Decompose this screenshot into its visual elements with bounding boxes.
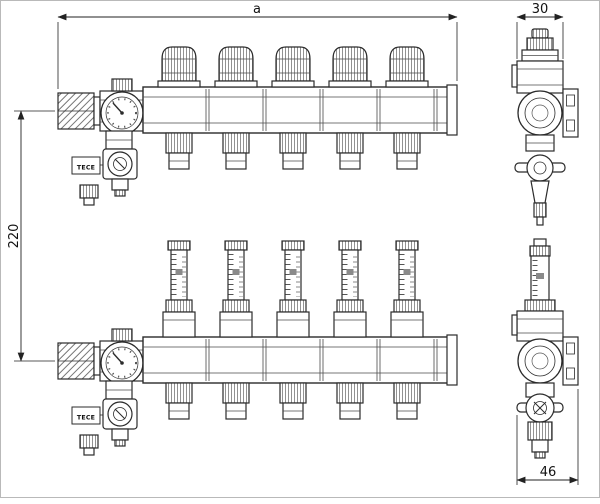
flowmeter-knob: [533, 238, 547, 247]
outlet-nut: [527, 421, 553, 441]
brand-label: TECE: [77, 415, 95, 422]
valve-cap: [157, 46, 201, 88]
flow-meter: [163, 241, 195, 337]
outlet-port: [165, 132, 193, 170]
side-view-top: [511, 28, 579, 226]
valve-cap: [328, 46, 372, 88]
outlet-port: [336, 132, 364, 170]
brand-label: TECE: [77, 165, 95, 172]
flowmeter-collar: [524, 299, 556, 312]
outlet-pipe: [531, 439, 549, 453]
bracket-slot: [566, 94, 575, 107]
side-tab: [511, 314, 518, 336]
flow-meter: [334, 241, 366, 337]
front-view-top-manifold: TECE: [57, 46, 458, 206]
flow-meter: [391, 241, 423, 337]
dimension-30-label: 30: [532, 2, 549, 17]
flow-meter: [277, 241, 309, 337]
float-indicator: [536, 273, 544, 279]
connector-tip: [536, 216, 544, 226]
manifold-body: [142, 334, 458, 386]
flowmeter-cap: [529, 245, 551, 257]
dimension-30: 30: [516, 2, 564, 59]
side-tab: [511, 64, 518, 88]
dimension-a-label: a: [253, 2, 261, 17]
cap-collar: [526, 37, 554, 51]
dimension-46: 46: [516, 389, 579, 485]
manifold-profile: [516, 60, 564, 94]
valve-cap: [385, 46, 429, 88]
manifold-body: [142, 84, 458, 136]
outlet-port: [222, 132, 250, 170]
bracket-slot: [566, 342, 575, 355]
bracket-slot: [566, 367, 575, 380]
front-view-bottom-manifold: TECE: [57, 241, 458, 456]
outlet-port: [393, 382, 421, 420]
side-view-bottom: [511, 238, 579, 459]
outlet-port: [279, 382, 307, 420]
dimension-a: a: [57, 2, 458, 89]
supply-valve-assembly: [57, 78, 145, 206]
dimension-220: 220: [7, 110, 55, 362]
valve-cap: [214, 46, 258, 88]
dimension-46-label: 46: [540, 465, 557, 480]
flow-meter: [220, 241, 252, 337]
outlet-port: [222, 382, 250, 420]
outlet-port: [165, 382, 193, 420]
return-valve-assembly: [57, 328, 145, 456]
connector: [533, 202, 547, 218]
dimension-220-label: 220: [7, 224, 22, 249]
outlet-port: [279, 132, 307, 170]
taper: [530, 180, 550, 204]
outlet-port: [336, 382, 364, 420]
valve-face: [526, 154, 554, 182]
valve-cap: [271, 46, 315, 88]
outlet-port: [393, 132, 421, 170]
bracket-slot: [566, 119, 575, 132]
outlet-tip: [534, 451, 546, 459]
manifold-profile: [516, 310, 564, 342]
cap-knob: [531, 28, 549, 39]
